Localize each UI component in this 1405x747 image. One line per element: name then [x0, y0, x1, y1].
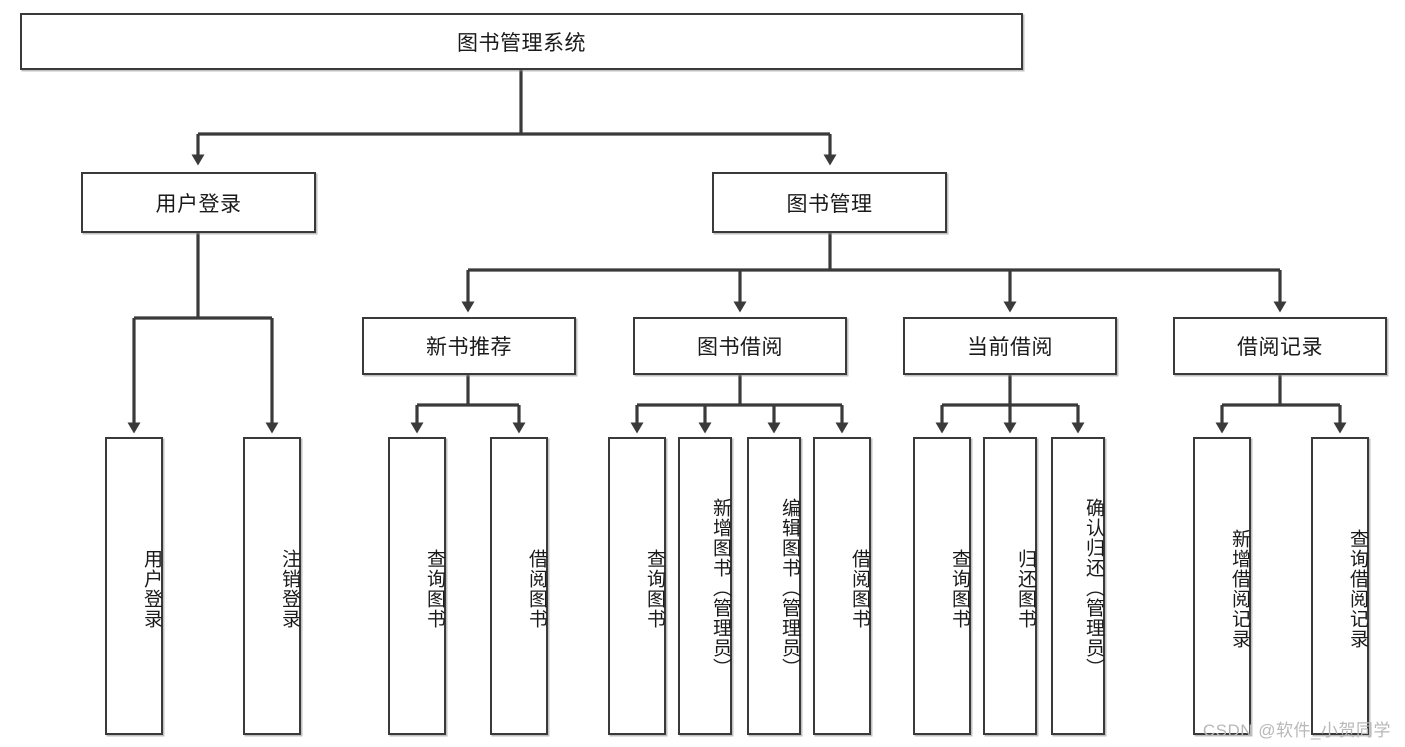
leaf-borrow-add-book-label: 新增图书（管理员）	[710, 498, 731, 678]
leaf-user-login-logout[interactable]: 注销登录	[243, 437, 301, 735]
node-current-borrow-label: 当前借阅	[967, 336, 1053, 359]
node-new-book-recommend[interactable]: 新书推荐	[362, 317, 576, 375]
leaf-user-login-login[interactable]: 用户登录	[105, 437, 163, 735]
leaf-record-add-record[interactable]: 新增借阅记录	[1193, 437, 1251, 735]
node-new-book-recommend-label: 新书推荐	[426, 336, 512, 359]
node-root[interactable]: 图书管理系统	[20, 13, 1023, 70]
node-root-label: 图书管理系统	[457, 31, 586, 55]
leaf-current-query-book[interactable]: 查询图书	[913, 437, 971, 735]
leaf-borrow-query-book[interactable]: 查询图书	[608, 437, 666, 735]
leaf-recommend-borrow-book[interactable]: 借阅图书	[490, 437, 548, 735]
leaf-record-query-record-label: 查询借阅记录	[1347, 529, 1368, 649]
leaf-record-query-record[interactable]: 查询借阅记录	[1311, 437, 1369, 735]
csdn-watermark: CSDN @软件_小贺同学	[1202, 721, 1391, 740]
node-borrow-record-label: 借阅记录	[1237, 336, 1323, 359]
node-user-login-label: 用户登录	[155, 192, 242, 216]
leaf-current-query-book-label: 查询图书	[949, 549, 970, 629]
leaf-borrow-add-book[interactable]: 新增图书（管理员）	[678, 437, 732, 735]
leaf-recommend-query-book-label: 查询图书	[424, 549, 445, 629]
leaf-borrow-borrow-book[interactable]: 借阅图书	[813, 437, 871, 735]
node-book-management[interactable]: 图书管理	[712, 172, 947, 233]
leaf-borrow-edit-book[interactable]: 编辑图书（管理员）	[747, 437, 801, 735]
node-book-borrow[interactable]: 图书借阅	[633, 317, 847, 375]
leaf-current-return-book-label: 归还图书	[1015, 549, 1036, 629]
leaf-user-login-logout-label: 注销登录	[279, 549, 300, 629]
leaf-recommend-borrow-book-label: 借阅图书	[526, 549, 547, 629]
leaf-borrow-edit-book-label: 编辑图书（管理员）	[779, 498, 800, 678]
leaf-recommend-query-book[interactable]: 查询图书	[388, 437, 446, 735]
leaf-user-login-login-label: 用户登录	[141, 549, 162, 629]
node-borrow-record[interactable]: 借阅记录	[1173, 317, 1387, 375]
leaf-record-add-record-label: 新增借阅记录	[1229, 529, 1250, 649]
node-current-borrow[interactable]: 当前借阅	[903, 317, 1117, 375]
node-book-management-label: 图书管理	[786, 192, 873, 216]
leaf-current-confirm-return[interactable]: 确认归还（管理员）	[1051, 437, 1105, 735]
node-user-login[interactable]: 用户登录	[81, 172, 316, 233]
leaf-borrow-query-book-label: 查询图书	[644, 549, 665, 629]
leaf-current-confirm-return-label: 确认归还（管理员）	[1083, 498, 1104, 678]
node-book-borrow-label: 图书借阅	[697, 336, 783, 359]
leaf-current-return-book[interactable]: 归还图书	[983, 437, 1037, 735]
leaf-borrow-borrow-book-label: 借阅图书	[849, 549, 870, 629]
